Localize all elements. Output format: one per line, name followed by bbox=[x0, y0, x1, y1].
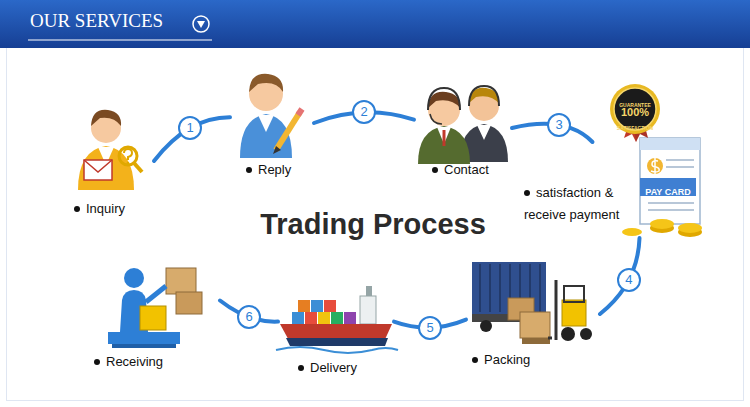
callout-number: 4 bbox=[625, 272, 632, 287]
inquiry-icon bbox=[78, 110, 142, 190]
callout-number: 6 bbox=[245, 309, 252, 324]
delivery-icon bbox=[276, 286, 398, 353]
step-label-row: Inquiry bbox=[74, 201, 125, 217]
process-step: Receiving bbox=[86, 262, 220, 372]
contact-icon bbox=[418, 86, 508, 164]
seal-text: SATISFACTION bbox=[613, 116, 657, 134]
bullet-dot bbox=[298, 365, 304, 371]
process-step: Inquiry bbox=[62, 104, 154, 218]
callout-number: 3 bbox=[556, 117, 563, 132]
payment-icon bbox=[610, 84, 702, 237]
seal-percent: 100% bbox=[621, 106, 649, 118]
seal-text: SATISFACTION bbox=[617, 125, 653, 131]
callout-number: 3 bbox=[547, 113, 571, 137]
step-label-row: satisfaction & receive payment bbox=[524, 182, 630, 226]
callout-number: 2 bbox=[352, 100, 376, 124]
card-label: PAY CARD bbox=[640, 181, 696, 199]
header-icon bbox=[197, 21, 205, 28]
step-label: satisfaction & receive payment bbox=[524, 182, 630, 226]
process-step: Contact bbox=[414, 76, 512, 180]
step-label-row: Delivery bbox=[298, 360, 357, 376]
process-step: Packing bbox=[466, 258, 600, 370]
bullet-dot bbox=[246, 167, 252, 173]
step-label: Reply bbox=[246, 162, 291, 178]
bullet-dot bbox=[94, 359, 100, 365]
reply-icon bbox=[240, 74, 302, 158]
bullet-dot bbox=[432, 167, 438, 173]
callout-number: 1 bbox=[178, 116, 202, 140]
receiving-icon bbox=[108, 268, 202, 348]
step-label-row: Reply bbox=[246, 162, 291, 178]
title-text: Trading Process bbox=[260, 208, 486, 240]
step-label: Packing bbox=[472, 352, 530, 368]
step-label-row: Packing bbox=[472, 352, 530, 368]
header-underline bbox=[28, 40, 212, 41]
callout-number: 2 bbox=[360, 104, 367, 119]
callout-number: 1 bbox=[186, 120, 193, 135]
process-step: satisfaction & receive payment bbox=[518, 142, 714, 238]
process-step: Reply bbox=[230, 66, 314, 180]
step-label: Delivery bbox=[298, 360, 357, 376]
process-step: Delivery bbox=[278, 284, 394, 378]
header-title: OUR SERVICES bbox=[30, 10, 163, 31]
header-icon bbox=[193, 16, 209, 32]
step-label-row: Receiving bbox=[94, 354, 163, 370]
callout-number: 6 bbox=[237, 305, 261, 329]
step-label: Inquiry bbox=[74, 201, 125, 217]
step-label: Contact bbox=[432, 162, 489, 178]
header-title: OUR SERVICES bbox=[30, 11, 200, 31]
step-label-row: Contact bbox=[432, 162, 489, 178]
bullet-dot bbox=[74, 206, 80, 212]
bullet-dot bbox=[524, 190, 530, 196]
callout-number: 4 bbox=[617, 268, 641, 292]
seal-percent: 100% bbox=[613, 102, 657, 120]
card-label: PAY CARD bbox=[645, 187, 690, 197]
callout-number: 5 bbox=[426, 320, 433, 335]
step-label: Receiving bbox=[94, 354, 163, 370]
callout-number: 5 bbox=[418, 316, 442, 340]
packing-icon bbox=[472, 262, 592, 344]
bullet-dot bbox=[472, 357, 478, 363]
